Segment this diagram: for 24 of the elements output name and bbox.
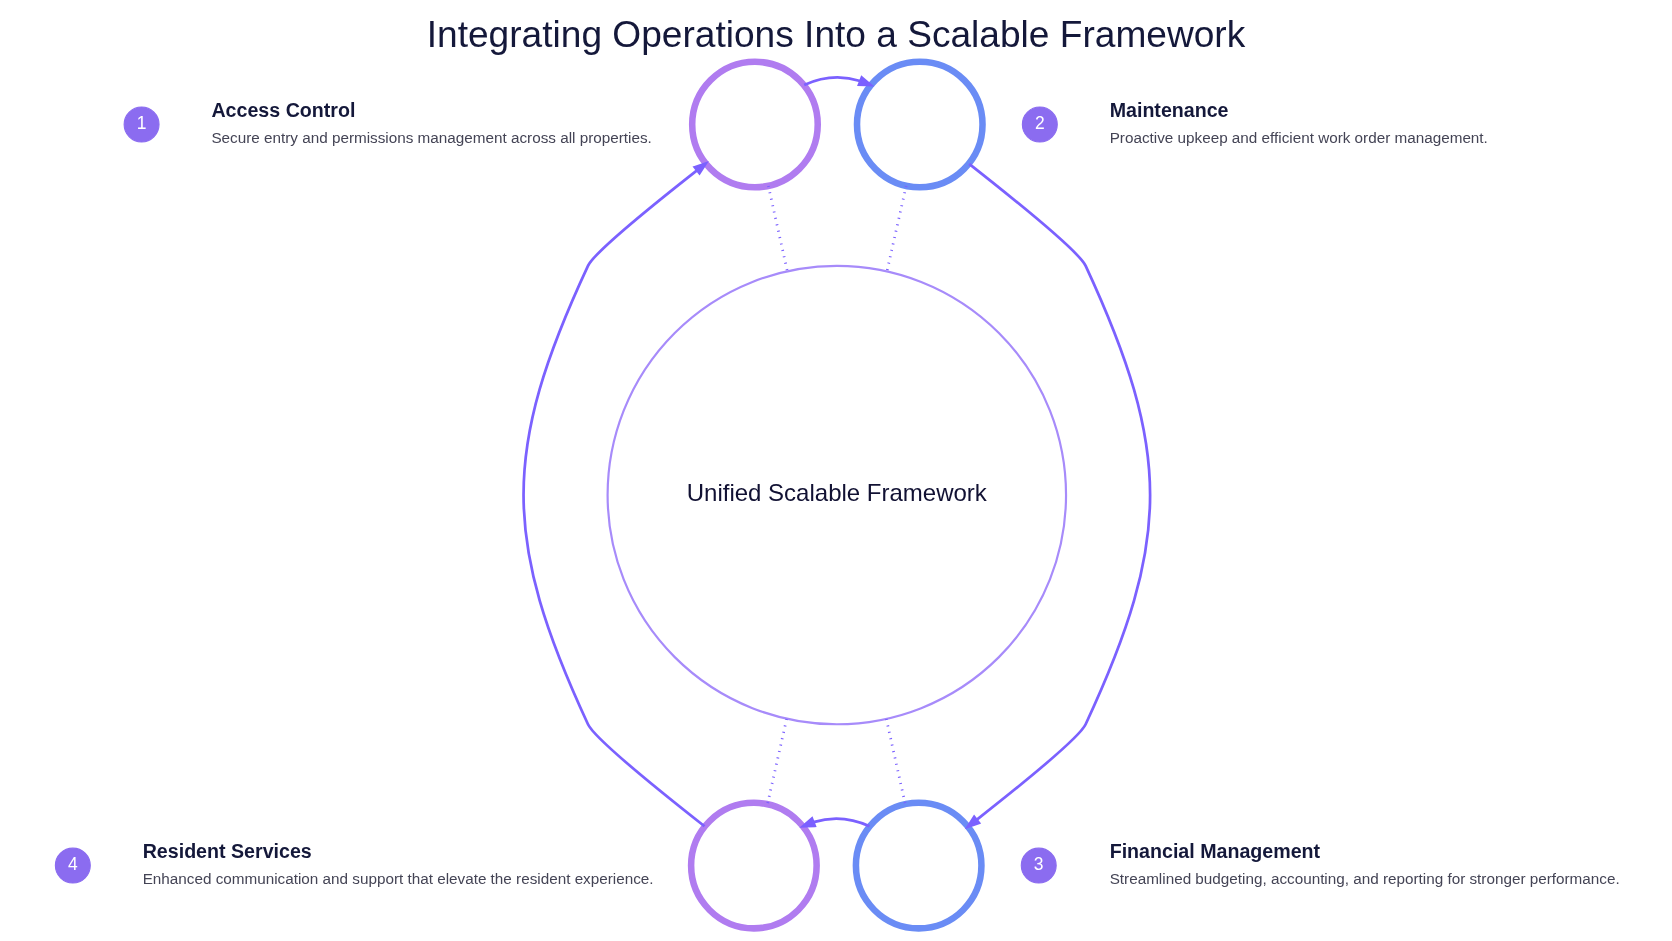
node-label: Secure entry and permissions management across all properties. bbox=[211, 129, 652, 147]
diagram-title: Integrating Operations Into a Scalable Framework bbox=[426, 12, 1246, 55]
arrow bbox=[964, 162, 1152, 830]
node-label: Streamlined budgeting, accounting, and reporting for stronger performance. bbox=[1109, 870, 1620, 888]
node-circle: 1 bbox=[123, 106, 160, 143]
node-circle: Unified Scalable Framework bbox=[606, 264, 1068, 726]
node-label: Financial Management bbox=[1109, 840, 1321, 863]
node-circle bbox=[853, 58, 986, 191]
connector bbox=[885, 718, 907, 805]
node-label: Access Control bbox=[211, 99, 356, 122]
connector bbox=[766, 718, 788, 805]
node-circle bbox=[688, 58, 821, 191]
node-label: Enhanced communication and support that elevate the resident experience. bbox=[142, 870, 654, 888]
node-circle: 2 bbox=[1021, 106, 1058, 143]
node-label: Resident Services bbox=[142, 840, 312, 863]
node-circle: 3 bbox=[1020, 847, 1057, 884]
arrow bbox=[799, 816, 870, 828]
connector bbox=[767, 185, 789, 272]
connector bbox=[885, 185, 908, 272]
node-label: Proactive upkeep and efficient work order management. bbox=[1109, 129, 1488, 147]
arrow bbox=[522, 160, 709, 828]
node-label: Maintenance bbox=[1109, 99, 1229, 122]
node-circle: 4 bbox=[54, 847, 91, 884]
arrow bbox=[803, 75, 875, 87]
